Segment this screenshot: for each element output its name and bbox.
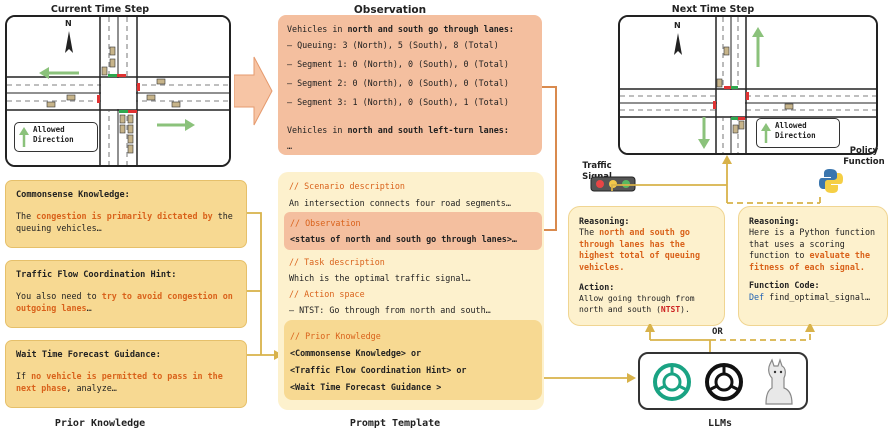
commonsense-title: Commonsense Knowledge: [16, 190, 130, 200]
prior-option-3: <Wait Time Forecast Guidance > [290, 382, 442, 392]
prior-option-2: <Traffic Flow Coordination Hint> or [290, 365, 467, 375]
current-time-step-title: Current Time Step [50, 4, 150, 15]
next-intersection-map: N Allowed Direction [618, 15, 878, 155]
allowed-direction-legend: Allowed Direction [14, 122, 98, 152]
scenario-text: An intersection connects four road segme… [289, 198, 511, 208]
green-up-arrow-icon [19, 127, 29, 147]
prompt-template-panel: // Scenario description An intersection … [278, 172, 544, 410]
action-comment: // Action space [289, 289, 365, 299]
openai-black-logo-icon [705, 363, 743, 401]
traffic-light-icon [590, 176, 636, 192]
prompt-observation-block: // Observation <status of north and sout… [284, 212, 542, 250]
llm-output-connectors [645, 324, 815, 352]
observation-title: Observation [353, 4, 427, 16]
prior-comment: // Prior Knowledge [290, 331, 381, 341]
llama-logo-icon [765, 358, 793, 405]
traffic-flow-title: Traffic Flow Coordination Hint: [16, 270, 177, 280]
or-label: OR [712, 327, 723, 337]
allowed-label: Allowed [33, 125, 65, 134]
observation-ellipsis: … [287, 141, 293, 151]
prior-knowledge-title: Prior Knowledge [54, 418, 146, 429]
feedback-connectors [611, 155, 821, 204]
action-title: Action: [579, 282, 615, 292]
observation-line: – Segment 2: 0 (North), 0 (South), 0 (To… [287, 78, 509, 88]
direction-label-next: Direction [775, 131, 816, 140]
action-text: Allow going through from north and south… [579, 294, 695, 314]
green-up-arrow-icon [761, 123, 771, 143]
prior-option-1: <Commonsense Knowledge> or [290, 348, 422, 358]
observation-line: – Queuing: 3 (North), 5 (South), 8 (Tota… [287, 40, 499, 50]
observation-comment: // Observation [290, 218, 361, 228]
next-time-step-title: Next Time Step [671, 4, 755, 15]
commonsense-knowledge-box: Commonsense Knowledge: The congestion is… [5, 180, 247, 248]
llms-title: LLMs [707, 418, 733, 429]
allowed-label-next: Allowed [775, 121, 807, 130]
reasoning-title: Reasoning: [579, 216, 630, 226]
prompt-to-llm-arrow [544, 373, 636, 383]
prompt-prior-knowledge-block: // Prior Knowledge <Commonsense Knowledg… [284, 320, 542, 400]
policy-reasoning-text: Here is a Python function that uses a sc… [749, 227, 876, 272]
north-label-next: N [674, 21, 681, 30]
function-code-title: Function Code: [749, 280, 820, 290]
north-label: N [65, 19, 72, 28]
transition-arrow-icon [234, 56, 273, 126]
openai-green-logo-icon [653, 363, 691, 401]
python-logo-icon [819, 169, 843, 193]
prompt-template-title: Prompt Template [349, 418, 441, 429]
observation-heading: Vehicles in north and south go through l… [287, 24, 514, 34]
function-code-text: Def find_optimal_signal… [749, 292, 871, 302]
action-text: – NTST: Go through from north and south… [289, 305, 491, 315]
traffic-flow-hint-box: Traffic Flow Coordination Hint: You also… [5, 260, 247, 328]
wait-time-guidance-box: Wait Time Forecast Guidance: If no vehic… [5, 340, 247, 408]
reasoning-policy-card: Reasoning: Here is a Python function tha… [738, 206, 888, 326]
wait-time-title: Wait Time Forecast Guidance: [16, 350, 161, 360]
observation-heading-2: Vehicles in north and south left-turn la… [287, 125, 509, 135]
reasoning-text: The north and south go through lanes has… [579, 227, 701, 272]
llms-box [638, 352, 808, 410]
commonsense-text: The congestion is primarily dictated by … [16, 211, 233, 233]
task-text: Which is the optimal traffic signal… [289, 273, 471, 283]
observation-line: – Segment 1: 0 (North), 0 (South), 0 (To… [287, 59, 509, 69]
task-comment: // Task description [289, 257, 385, 267]
policy-reasoning-title: Reasoning: [749, 216, 800, 226]
observation-line: – Segment 3: 1 (North), 0 (South), 1 (To… [287, 97, 509, 107]
reasoning-signal-card: Reasoning: The north and south go throug… [568, 206, 725, 326]
current-intersection-map: N Allowed Direction [5, 15, 231, 167]
observation-box: Vehicles in north and south go through l… [278, 15, 542, 155]
observation-placeholder: <status of north and south go through la… [290, 234, 517, 244]
scenario-comment: // Scenario description [289, 181, 405, 191]
traffic-flow-text: You also need to try to avoid congestion… [16, 291, 233, 313]
allowed-direction-legend-next: Allowed Direction [756, 118, 840, 148]
direction-label: Direction [33, 135, 74, 144]
wait-time-text: If no vehicle is permitted to pass in th… [16, 371, 223, 393]
